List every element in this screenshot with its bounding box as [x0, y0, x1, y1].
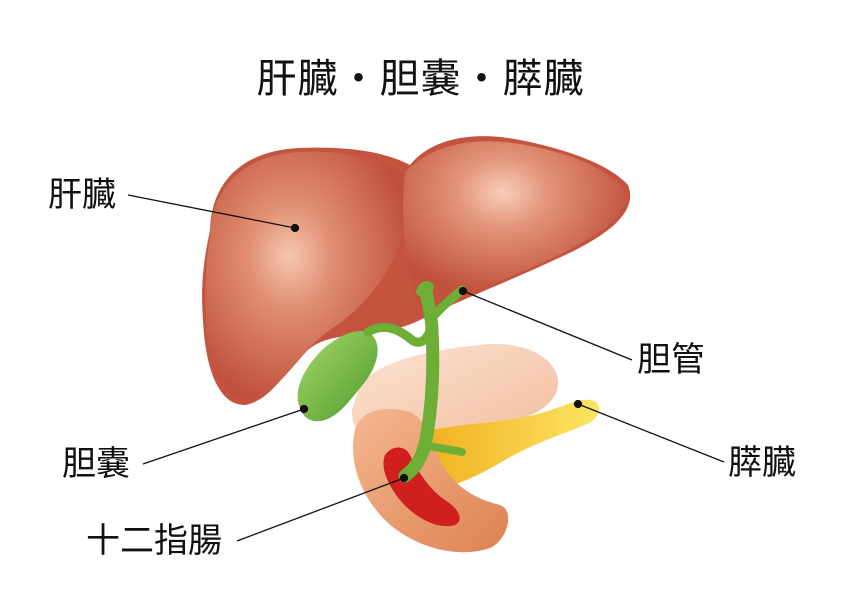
label-liver: 肝臓	[48, 175, 116, 215]
leader-line-pancreas	[577, 403, 725, 463]
pointer-dot-duodenum	[399, 473, 409, 483]
diagram-title: 肝臓・胆嚢・膵臓	[256, 56, 585, 102]
gallbladder-shape	[297, 331, 378, 422]
leader-line-bile-duct	[462, 290, 633, 361]
leader-line-duodenum	[236, 477, 405, 542]
bile-duct-shape	[363, 280, 467, 483]
label-duodenum: 十二指腸	[86, 521, 222, 561]
pointer-dot-gallbladder	[299, 404, 309, 414]
leader-line-liver	[127, 194, 296, 229]
duodenum-shape	[353, 409, 509, 553]
leader-lines	[127, 194, 725, 542]
liver-shape	[202, 136, 631, 405]
pointer-dot-bile-duct	[458, 286, 468, 296]
pointer-dot-pancreas	[573, 399, 583, 409]
label-gallbladder: 胆嚢	[62, 444, 130, 484]
pointer-dot-liver	[290, 223, 300, 233]
leader-line-gallbladder	[142, 408, 305, 465]
label-bile-duct: 胆管	[637, 340, 705, 380]
pancreas-shape	[396, 399, 600, 490]
label-pancreas: 膵臓	[728, 443, 796, 483]
